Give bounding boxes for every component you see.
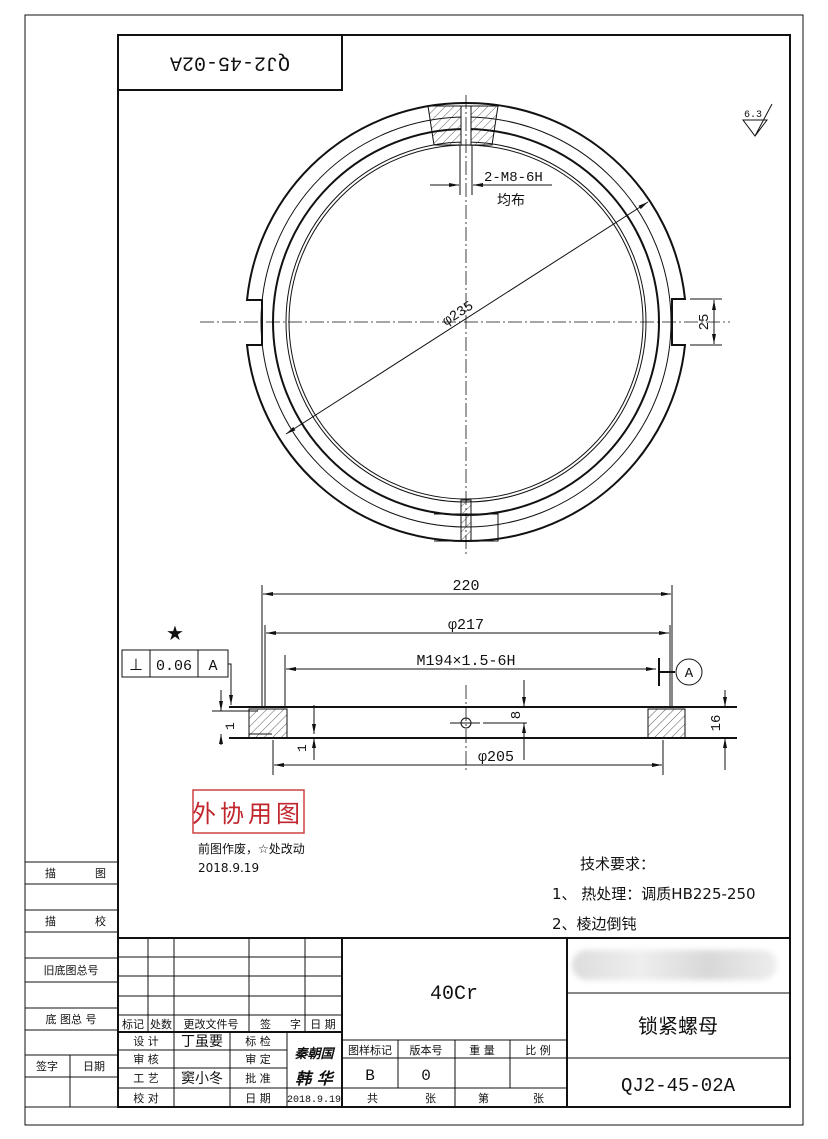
part-number: QJ2-45-02A [621, 1075, 736, 1097]
drawing-number-inverted: QJ2-45-02A [170, 51, 290, 74]
dim-220: 220 [452, 578, 479, 595]
strip-label: 校 [95, 914, 106, 928]
thread-holes-note: 均布 [497, 193, 525, 209]
datum-a-label: A [685, 666, 694, 682]
dim-217: φ217 [448, 617, 484, 634]
tech-req-title: 技术要求： [580, 855, 655, 873]
star-icon: ★ [166, 621, 184, 645]
tolerance-datum: A [208, 658, 217, 675]
info-header: 重 量 [469, 1043, 495, 1057]
slot-width-dim: 25 [697, 314, 713, 331]
strip-label: 日期 [83, 1060, 105, 1073]
designer-name: 丁虽要 [181, 1034, 223, 1050]
role-label: 工 艺 [133, 1072, 159, 1085]
tech-req-item: 2、棱边倒钝 [552, 915, 637, 933]
drawing-mark-value: B [365, 1067, 375, 1085]
rev-header: 字 [290, 1017, 301, 1031]
datum-a-circle [675, 658, 703, 686]
roughness-symbol: 6.3 [742, 103, 773, 137]
role-label: 校 对 [133, 1091, 159, 1105]
role-label: 审 定 [245, 1052, 271, 1066]
stamp-text: 外协用图 [192, 800, 304, 828]
info-header: 图样标记 [348, 1043, 392, 1057]
dim-8: 8 [509, 711, 525, 719]
strip-label: 签字 [36, 1059, 58, 1073]
dim-thread: M194×1.5-6H [416, 653, 515, 670]
tolerance-value: 0.06 [156, 658, 192, 675]
rev-header: 处数 [150, 1018, 172, 1031]
strip-label: 底 图总 号 [46, 1012, 97, 1026]
revision-date: 2018.9.19 [198, 861, 259, 875]
roughness-value: 6.3 [744, 110, 762, 121]
thread-holes-label: 2-M8-6H [484, 170, 543, 186]
signature: 秦朝国 [294, 1046, 335, 1062]
dim-1-left: 1 [223, 722, 238, 730]
rev-header: 标记 [122, 1017, 144, 1031]
tech-req-item: 1、 热处理：调质HB225-250 [552, 885, 756, 903]
outer-frame [24, 14, 804, 1126]
rev-header: 日 期 [310, 1018, 336, 1031]
strip-label: 图 [95, 867, 106, 880]
diameter-235-label: φ235 [440, 298, 477, 330]
strip-label: 描 [45, 866, 56, 880]
top-view: 25 2-M8-6H 均布 φ235 [200, 95, 730, 555]
rev-header: 签 [260, 1017, 271, 1031]
sheet-label: 张 [533, 1092, 544, 1105]
version-value: 0 [421, 1067, 431, 1085]
material: 40Cr [430, 983, 478, 1006]
sheet-label: 张 [425, 1092, 436, 1105]
role-label: 审 核 [133, 1052, 159, 1066]
role-label: 日 期 [245, 1092, 271, 1105]
dim-205: φ205 [478, 749, 514, 766]
drawing-border [117, 34, 791, 1108]
perpendicularity-icon: ⊥ [129, 655, 143, 674]
revision-note: 前图作废，☆处改动 [198, 841, 305, 856]
approval-date: 2018.9.19 [287, 1095, 341, 1106]
title-block: 标记 处数 更改文件号 签 字 日 期 设 计 丁虽要 标 检 审 核 审 定 … [118, 937, 790, 1107]
process-person-name: 窦小冬 [181, 1071, 223, 1087]
strip-label: 旧底图总号 [44, 963, 99, 977]
redacted-company-name [572, 950, 777, 980]
role-label: 标 检 [245, 1034, 271, 1048]
sheet-label: 第 [478, 1091, 489, 1105]
dim-1-inner: 1 [295, 744, 310, 752]
stamp: 外协用图 [192, 789, 305, 834]
rev-header: 更改文件号 [184, 1017, 239, 1031]
info-header: 比 例 [525, 1043, 551, 1057]
info-header: 版本号 [410, 1043, 443, 1057]
side-strip: 描 图 描 校 旧底图总号 底 图总 号 签字 日期 [25, 861, 118, 1108]
part-name: 锁紧螺母 [638, 1014, 718, 1038]
signature: 韩 华 [295, 1069, 335, 1088]
role-label: 批 准 [245, 1071, 271, 1085]
side-view: 220 φ217 M194×1.5-6H φ205 8 16 1 1 A ★ ⊥… [121, 578, 737, 775]
upside-down-number-box: QJ2-45-02A [118, 35, 343, 91]
sheet-label: 共 [367, 1092, 378, 1105]
role-label: 设 计 [133, 1035, 159, 1048]
strip-label: 描 [45, 914, 56, 928]
dim-16: 16 [709, 715, 725, 732]
